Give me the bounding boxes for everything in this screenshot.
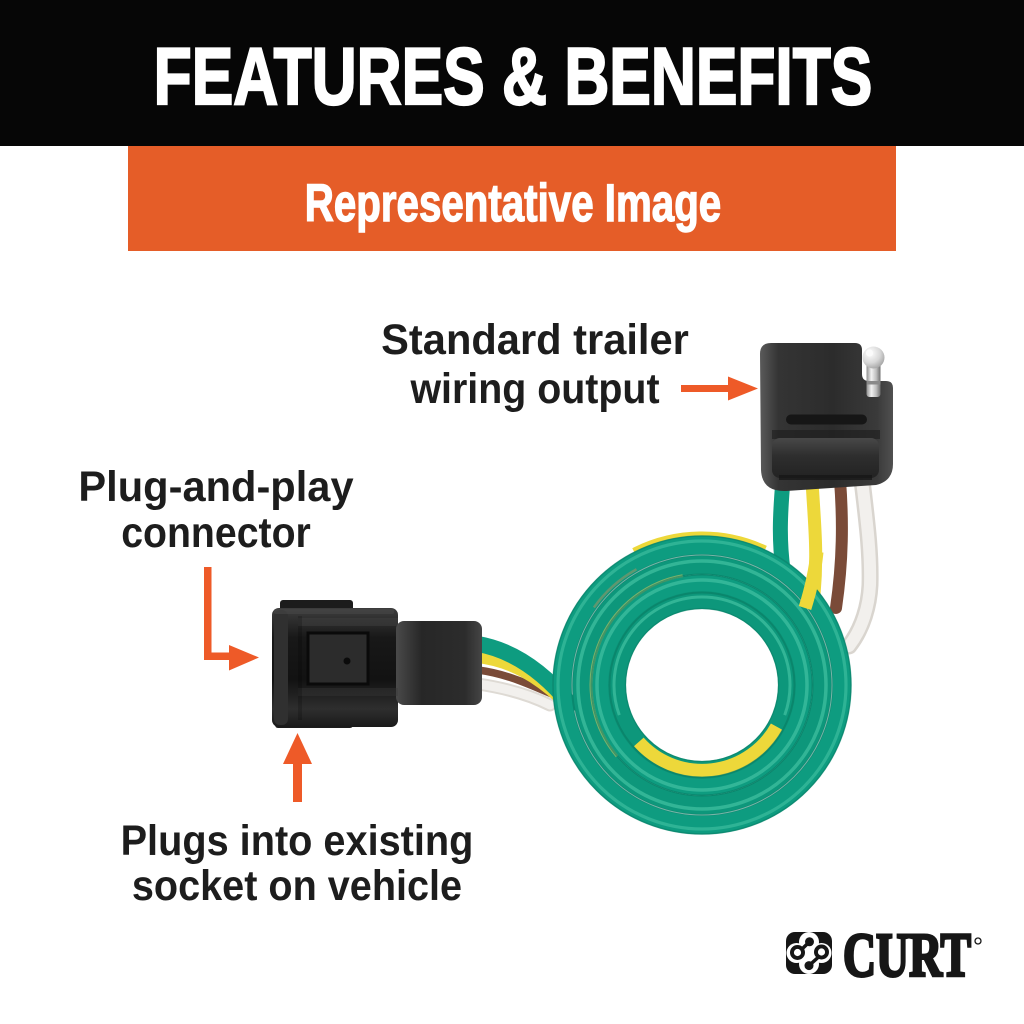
svg-text:CURT: CURT [843, 922, 971, 990]
